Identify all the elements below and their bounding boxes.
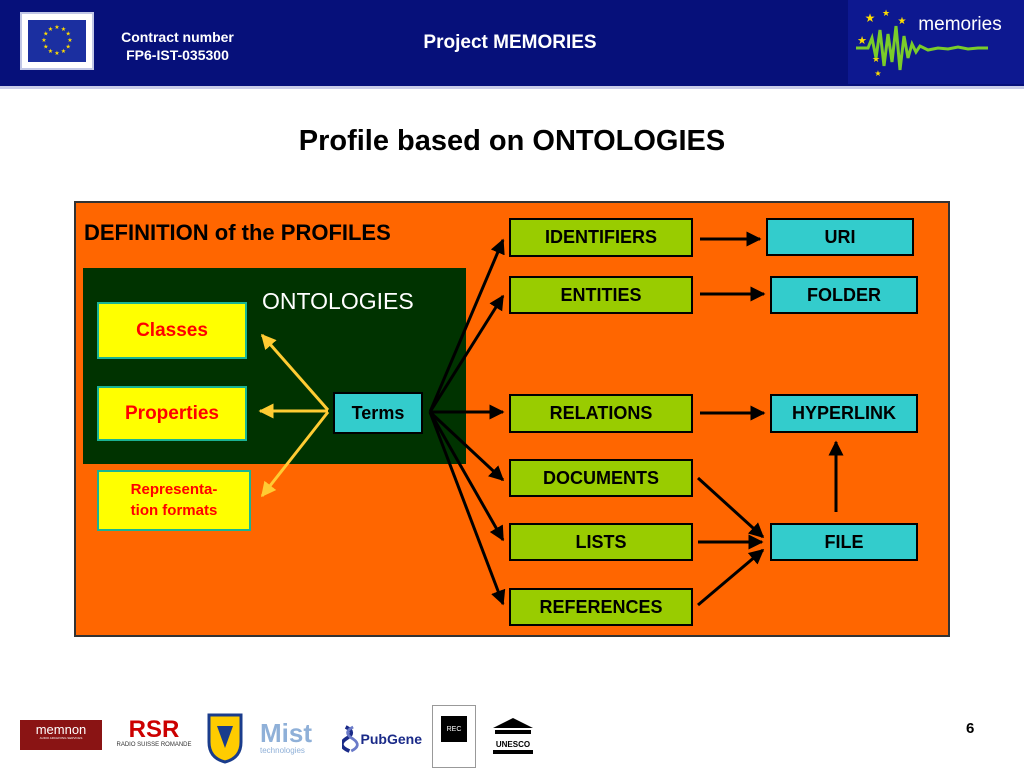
svg-text:★: ★ bbox=[43, 31, 48, 38]
svg-text:★: ★ bbox=[66, 44, 71, 51]
representation-formats-label-line1: Representa- bbox=[130, 481, 218, 499]
hyperlink-box: HYPERLINK bbox=[770, 394, 918, 433]
technion-logo bbox=[206, 712, 244, 764]
svg-text:★: ★ bbox=[54, 50, 59, 57]
classes-box: Classes bbox=[97, 302, 247, 359]
memnon-logo-text: memnon bbox=[35, 722, 87, 737]
eu-flag-logo: ★★★ ★★★ ★★★ ★★★ bbox=[20, 12, 94, 70]
memories-logo-text: memories bbox=[918, 14, 1001, 35]
svg-text:★: ★ bbox=[61, 48, 66, 55]
entities-label: ENTITIES bbox=[560, 284, 642, 305]
project-title: Project MEMORIES bbox=[423, 32, 597, 53]
svg-text:★: ★ bbox=[67, 37, 72, 44]
rec-logo-text: REC bbox=[441, 716, 467, 742]
representation-formats-box: Representa- tion formats bbox=[97, 470, 251, 531]
svg-text:★: ★ bbox=[865, 11, 876, 25]
eu-flag-icon: ★★★ ★★★ ★★★ ★★★ bbox=[28, 20, 86, 62]
relations-label: RELATIONS bbox=[549, 403, 653, 423]
pubgene-logo-text: PubGene bbox=[360, 731, 422, 747]
folder-box: FOLDER bbox=[770, 276, 918, 314]
properties-label: Properties bbox=[125, 402, 219, 424]
file-box: FILE bbox=[770, 523, 918, 561]
svg-text:★: ★ bbox=[48, 48, 53, 55]
technion-shield-icon bbox=[207, 713, 243, 764]
folder-label: FOLDER bbox=[807, 284, 881, 305]
identifiers-box: IDENTIFIERS bbox=[509, 218, 693, 257]
uri-box: URI bbox=[766, 218, 914, 256]
svg-text:★: ★ bbox=[872, 55, 880, 65]
svg-text:★: ★ bbox=[41, 37, 46, 44]
svg-text:★: ★ bbox=[857, 34, 867, 47]
unesco-logo-text: UNESCO bbox=[496, 740, 530, 749]
svg-text:★: ★ bbox=[66, 31, 71, 38]
relations-box: RELATIONS bbox=[509, 394, 693, 433]
rsr-logo-subtext: RADIO SUISSE ROMANDE bbox=[116, 742, 192, 748]
header-divider bbox=[0, 86, 1024, 89]
partner-logos: memnon AUDIO ARCHIVING SERVICES RSR RADI… bbox=[0, 700, 1024, 768]
svg-text:★: ★ bbox=[48, 26, 53, 33]
unesco-logo: UNESCO bbox=[490, 716, 536, 756]
memnon-logo-subtext: AUDIO ARCHIVING SERVICES bbox=[39, 736, 83, 741]
memnon-logo: memnon AUDIO ARCHIVING SERVICES bbox=[20, 720, 102, 750]
svg-text:★: ★ bbox=[54, 24, 59, 31]
file-label: FILE bbox=[824, 531, 864, 552]
unesco-temple-icon: UNESCO bbox=[493, 718, 533, 754]
pubgene-logo: PubGene bbox=[342, 722, 422, 756]
svg-text:★: ★ bbox=[43, 44, 48, 51]
hyperlink-label: HYPERLINK bbox=[791, 403, 896, 423]
terms-box: Terms bbox=[333, 392, 423, 434]
pubgene-helix-icon bbox=[342, 725, 359, 753]
classes-label: Classes bbox=[136, 319, 208, 341]
mist-logo: Mist technologies bbox=[260, 720, 328, 760]
lists-label: LISTS bbox=[575, 531, 627, 552]
eu-stars-icon: ★★★ ★★★ ★★★ ★★★ bbox=[41, 24, 72, 57]
documents-box: DOCUMENTS bbox=[509, 459, 693, 497]
rsr-logo-text: RSR bbox=[128, 716, 180, 743]
slide-title: Profile based on ONTOLOGIES bbox=[298, 125, 726, 157]
svg-text:★: ★ bbox=[874, 69, 881, 78]
documents-label: DOCUMENTS bbox=[543, 467, 659, 488]
identifiers-label: IDENTIFIERS bbox=[544, 227, 657, 247]
mist-logo-subtext: technologies bbox=[260, 746, 305, 755]
representation-formats-label-line2: tion formats bbox=[130, 501, 218, 519]
rec-logo: REC bbox=[432, 705, 476, 768]
properties-box: Properties bbox=[97, 386, 247, 441]
svg-text:★: ★ bbox=[898, 16, 907, 27]
memories-waveform-icon: ★ ★ ★ ★ ★ ★ memories bbox=[856, 9, 1002, 78]
svg-text:★: ★ bbox=[61, 26, 66, 33]
svg-text:★: ★ bbox=[882, 9, 890, 19]
contract-number-label: Contract number bbox=[121, 29, 234, 45]
entities-box: ENTITIES bbox=[509, 276, 693, 314]
mist-logo-text: Mist bbox=[260, 718, 312, 748]
page-number: 6 bbox=[966, 720, 975, 737]
definition-heading: DEFINITION of the PROFILES bbox=[84, 220, 391, 245]
memories-logo: ★ ★ ★ ★ ★ ★ memories bbox=[848, 0, 1024, 84]
ontologies-label: ONTOLOGIES bbox=[262, 288, 414, 314]
uri-label: URI bbox=[824, 226, 856, 247]
contract-number-value: FP6-IST-035300 bbox=[126, 47, 229, 63]
terms-label: Terms bbox=[351, 402, 405, 423]
references-label: REFERENCES bbox=[539, 596, 663, 617]
lists-box: LISTS bbox=[509, 523, 693, 561]
references-box: REFERENCES bbox=[509, 588, 693, 626]
rsr-logo: RSR RADIO SUISSE ROMANDE bbox=[114, 718, 194, 754]
